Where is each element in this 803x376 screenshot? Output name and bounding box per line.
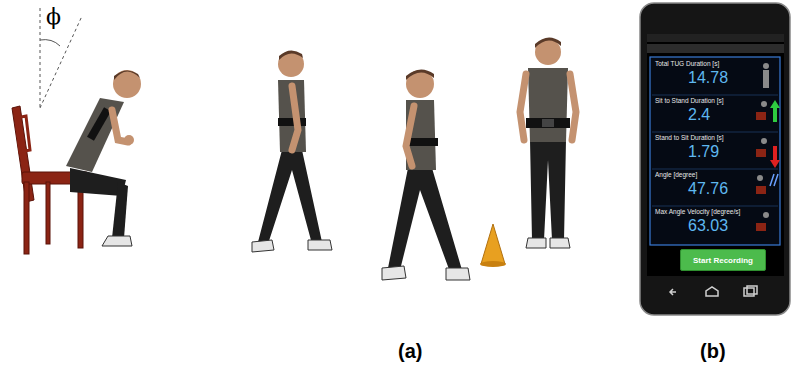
metric-panel: Total TUG Duration [s]14.78 xyxy=(652,59,754,94)
metric-title: Angle [degree] xyxy=(652,170,754,179)
walking-person xyxy=(252,50,332,252)
angle-symbol: ϕ xyxy=(46,4,61,29)
metric-panel: Max Angle Velocity [degree/s]63.03 xyxy=(652,207,754,242)
metric-title: Sit to Stand Duration [s] xyxy=(652,96,754,105)
metric-title: Max Angle Velocity [degree/s] xyxy=(652,207,754,216)
button-label: Start Recording xyxy=(693,256,753,265)
cone xyxy=(480,224,506,267)
metric-title: Stand to Sit Duration [s] xyxy=(652,133,754,142)
metric-value: 47.76 xyxy=(652,179,754,199)
metric-title: Total TUG Duration [s] xyxy=(652,59,754,68)
panel-label: (b) xyxy=(700,340,726,363)
metric-value: 14.78 xyxy=(652,68,754,88)
standing-person xyxy=(520,37,576,248)
walking-person xyxy=(382,69,470,280)
smartphone xyxy=(640,3,790,315)
metric-value: 63.03 xyxy=(652,216,754,236)
metric-value: 1.79 xyxy=(652,142,754,162)
panel-label: (a) xyxy=(398,340,422,363)
metric-value: 2.4 xyxy=(652,105,754,125)
metric-panel: Angle [degree]47.76 xyxy=(652,170,754,205)
metric-panel: Sit to Stand Duration [s]2.4 xyxy=(652,96,754,131)
metric-panel: Stand to Sit Duration [s]1.79 xyxy=(652,133,754,168)
action-button: Start Recording xyxy=(680,249,766,271)
seated-person xyxy=(66,70,141,246)
